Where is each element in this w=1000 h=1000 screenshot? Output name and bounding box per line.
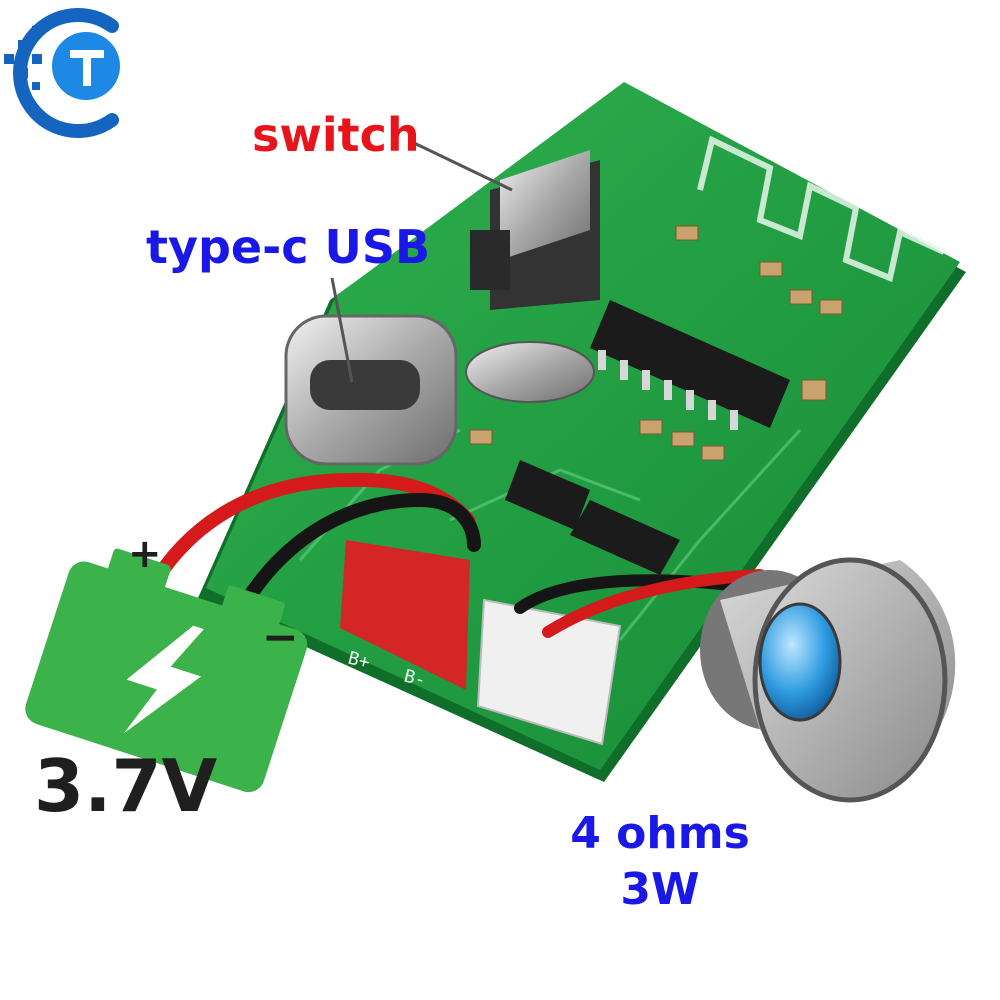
usb-label: type-c USB bbox=[146, 220, 431, 274]
usb-leader-line bbox=[330, 277, 354, 383]
switch-label: switch bbox=[252, 108, 420, 162]
usb-c-port bbox=[284, 314, 458, 466]
speaker-icon bbox=[700, 557, 956, 803]
battery-minus-label: − bbox=[262, 612, 299, 663]
pcb-board bbox=[198, 82, 966, 782]
brand-logo-icon bbox=[4, 8, 120, 138]
switch-leader-line bbox=[411, 140, 513, 192]
battery-icon bbox=[25, 548, 308, 793]
impedance-label: 4 ohms bbox=[570, 808, 750, 859]
lightning-bolt-icon bbox=[123, 625, 204, 734]
battery-plus-label: + bbox=[128, 531, 162, 577]
voltage-label: 3.7V bbox=[34, 744, 218, 828]
wires bbox=[143, 472, 766, 647]
power-label: 3W bbox=[620, 864, 700, 915]
